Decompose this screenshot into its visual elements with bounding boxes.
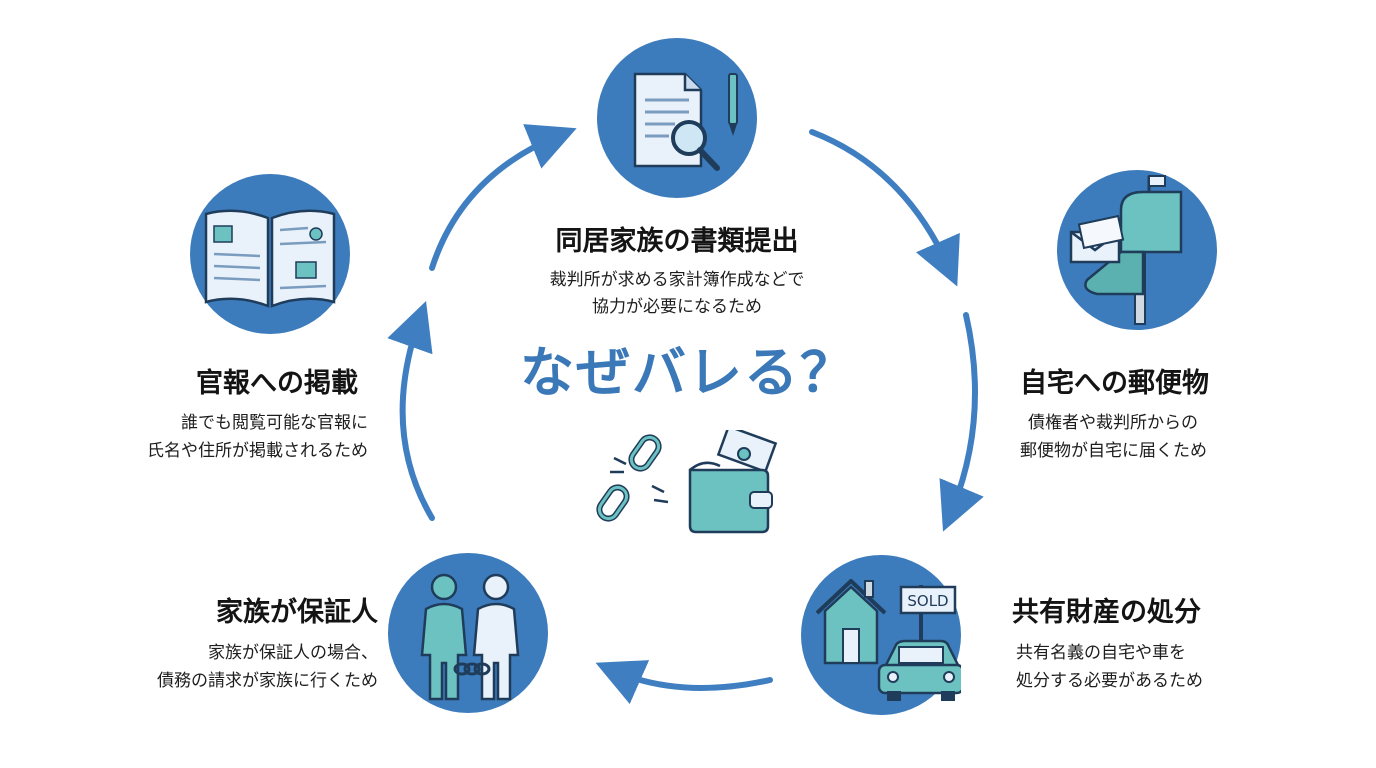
two-people-icon bbox=[420, 573, 520, 701]
arrow-guarantor-to-gazette bbox=[387, 301, 435, 521]
mail-title: 自宅への郵便物 bbox=[1020, 368, 1209, 399]
mail-desc-line2: 郵便物が自宅に届くため bbox=[1020, 441, 1207, 461]
car-icon bbox=[877, 639, 961, 701]
mailbox-icon bbox=[1069, 175, 1183, 325]
open-book-icon bbox=[204, 209, 336, 308]
property-desc-line2: 処分する必要があるため bbox=[1016, 671, 1203, 691]
gazette-circle bbox=[190, 174, 350, 334]
wallet-icon bbox=[688, 430, 778, 534]
gazette-title: 官報への掲載 bbox=[196, 368, 358, 399]
property-desc-line1: 共有名義の自宅や車を bbox=[1016, 643, 1186, 663]
documents-circle bbox=[597, 38, 757, 198]
documents-desc-line1: 裁判所が求める家計簿作成などで bbox=[549, 270, 805, 290]
guarantor-desc-line1: 家族が保証人の場合、 bbox=[208, 643, 378, 663]
arrow-gazette-to-documents bbox=[429, 124, 577, 271]
arrow-property-to-guarantor bbox=[595, 660, 773, 705]
guarantor-title: 家族が保証人 bbox=[216, 597, 378, 628]
house-icon bbox=[815, 579, 887, 665]
envelope-icon bbox=[1069, 214, 1125, 264]
documents-desc-line2: 協力が必要になるため bbox=[592, 297, 762, 317]
arrow-documents-to-mail bbox=[809, 129, 960, 287]
guarantor-desc-line2: 債務の請求が家族に行くため bbox=[157, 671, 378, 691]
property-title: 共有財産の処分 bbox=[1012, 597, 1201, 628]
documents-title: 同居家族の書類提出 bbox=[555, 226, 799, 257]
gazette-desc-line2: 氏名や住所が掲載されるため bbox=[147, 441, 368, 461]
mail-desc-line1: 債権者や裁判所からの bbox=[1028, 413, 1198, 433]
chain-icon bbox=[453, 662, 491, 676]
sold-sign-text: SOLD bbox=[907, 592, 948, 610]
arrow-mail-to-property bbox=[939, 312, 984, 532]
center-question: なぜバレる？ bbox=[520, 341, 856, 404]
gazette-desc-line1: 誰でも閲覧可能な官報に bbox=[181, 413, 368, 433]
center-illustration bbox=[596, 430, 778, 534]
mail-circle bbox=[1057, 170, 1217, 330]
guarantor-circle bbox=[388, 553, 548, 713]
property-circle: SOLD bbox=[801, 555, 961, 715]
document-magnifier-icon bbox=[633, 72, 738, 171]
broken-chain-icon bbox=[596, 434, 669, 522]
